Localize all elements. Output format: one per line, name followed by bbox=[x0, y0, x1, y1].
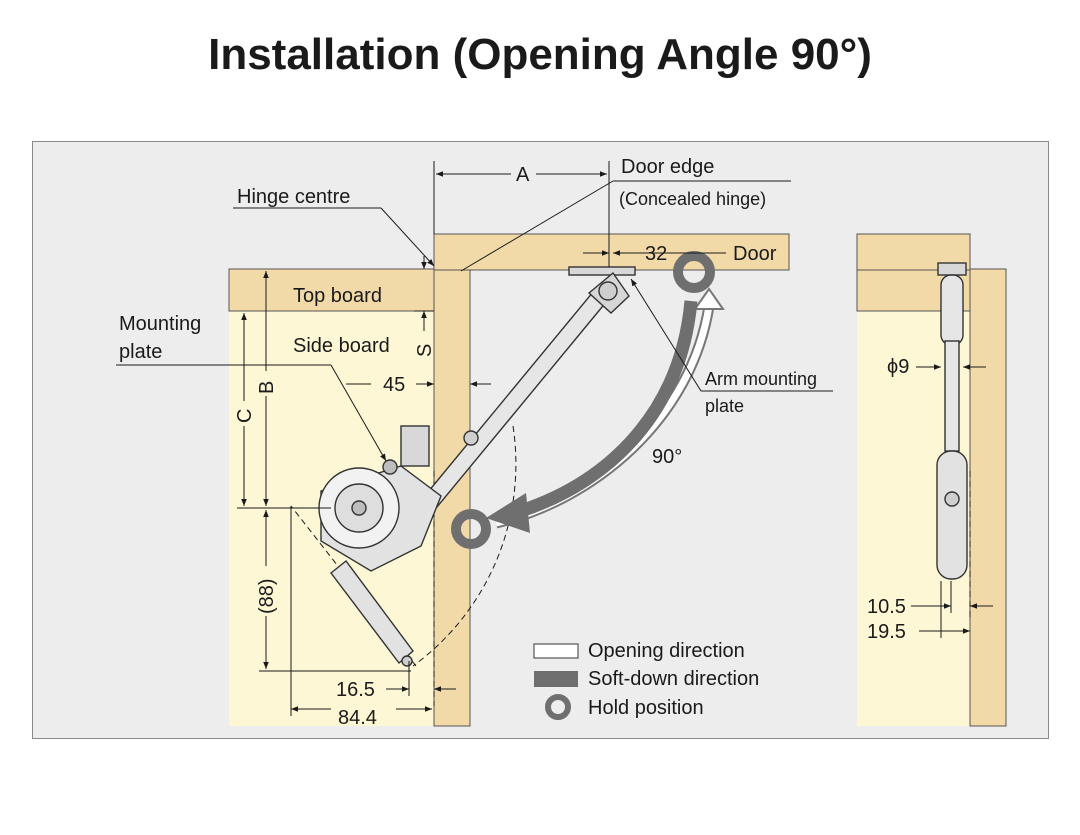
dimension-b: B bbox=[256, 381, 278, 394]
installation-diagram: Hinge centre Door edge (Concealed hinge)… bbox=[32, 141, 1049, 739]
soft-down-swatch bbox=[534, 671, 578, 687]
side-hinge-block bbox=[937, 262, 967, 276]
top-board bbox=[228, 268, 435, 312]
side-body bbox=[936, 450, 968, 580]
dimension-32: 32 bbox=[645, 243, 667, 265]
page-title: Installation (Opening Angle 90°) bbox=[208, 30, 872, 79]
soft-down-arrow bbox=[486, 300, 698, 533]
door-edge-label: Door edge bbox=[621, 156, 714, 178]
legend: Opening direction Soft-down direction Ho… bbox=[533, 640, 759, 720]
hinge-plate bbox=[568, 266, 636, 276]
dimension-lines bbox=[116, 161, 993, 716]
legend-label-hold: Hold position bbox=[588, 697, 704, 719]
arm-mounting-label-line2: plate bbox=[705, 396, 744, 416]
damper-cylinder bbox=[330, 560, 414, 665]
stay-rotor-hub bbox=[351, 500, 367, 516]
stay-mechanism bbox=[318, 266, 636, 667]
hinge-centre-label: Hinge centre bbox=[237, 186, 350, 208]
hold-position-icon bbox=[545, 694, 571, 720]
cabinet-side-view bbox=[856, 233, 1007, 727]
opening-swatch bbox=[533, 643, 579, 659]
damper-end bbox=[401, 655, 413, 667]
side-board-label: Side board bbox=[293, 335, 390, 357]
dimension-88: (88) bbox=[256, 578, 278, 614]
side-arm-middle bbox=[944, 340, 960, 452]
dimension-16-5: 16.5 bbox=[336, 679, 375, 701]
legend-label-opening: Opening direction bbox=[588, 640, 745, 662]
side-arm-upper bbox=[940, 274, 964, 346]
dimension-phi9: ϕ9 bbox=[887, 356, 909, 378]
mounting-screw bbox=[382, 459, 398, 475]
concealed-hinge-label: (Concealed hinge) bbox=[619, 189, 766, 209]
legend-item-soft-down: Soft-down direction bbox=[534, 668, 759, 690]
angle-label: 90° bbox=[652, 446, 682, 468]
legend-item-opening: Opening direction bbox=[533, 640, 745, 662]
legend-label-soft-down: Soft-down direction bbox=[588, 668, 759, 690]
dimension-45: 45 bbox=[383, 374, 405, 396]
arm-pivot-middle bbox=[463, 430, 479, 446]
dimension-19-5: 19.5 bbox=[867, 621, 906, 643]
side-view-mechanism bbox=[936, 262, 968, 580]
top-board-label: Top board bbox=[293, 285, 382, 307]
legend-item-hold: Hold position bbox=[545, 694, 704, 720]
dimension-a: A bbox=[516, 164, 530, 186]
mounting-plate bbox=[400, 425, 430, 467]
mounting-plate-label-line2: plate bbox=[119, 341, 162, 363]
dimension-c: C bbox=[234, 409, 256, 423]
mounting-plate-label-line1: Mounting bbox=[119, 313, 201, 335]
dimension-s: S bbox=[414, 344, 436, 357]
dimension-84-4: 84.4 bbox=[338, 707, 377, 729]
side-pivot bbox=[944, 491, 960, 507]
hold-position-closed bbox=[451, 509, 491, 549]
hold-position-markers bbox=[451, 251, 715, 549]
dimension-10-5: 10.5 bbox=[867, 596, 906, 618]
hold-position-open bbox=[673, 251, 715, 293]
side-view-side-board bbox=[969, 268, 1007, 727]
arm-mounting-label-line1: Arm mounting bbox=[705, 369, 817, 389]
arm-pivot-upper bbox=[598, 281, 618, 301]
door-label: Door bbox=[733, 243, 777, 265]
